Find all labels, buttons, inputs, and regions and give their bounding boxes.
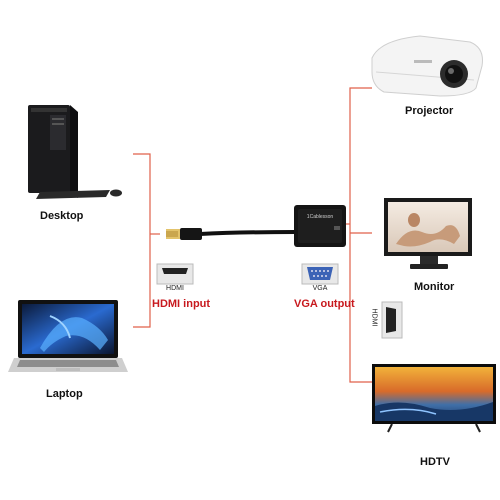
label-hdtv: HDTV: [420, 456, 450, 468]
label-hdmi-input: HDMI input: [152, 298, 211, 310]
hdmi-cable: [166, 228, 297, 240]
adapter-box: [294, 205, 346, 247]
hdtv: [372, 364, 496, 433]
vga-small-caption: VGA: [312, 285, 328, 292]
adapter-brand: 1Cablesson: [306, 214, 334, 220]
label-vga-output: VGA output: [294, 298, 355, 310]
hdmi-small-caption: HDMI: [166, 285, 184, 292]
label-projector: Projector: [405, 105, 454, 117]
label-desktop: Desktop: [40, 210, 84, 222]
label-laptop: Laptop: [46, 388, 83, 400]
hdmi-vertical-caption: HDMI: [370, 308, 378, 327]
laptop: [8, 300, 128, 372]
label-monitor: Monitor: [414, 281, 455, 293]
projector: [371, 35, 483, 97]
mouse: [110, 189, 122, 197]
hdmi-port-icon: [156, 263, 194, 285]
keyboard: [36, 190, 110, 199]
vga-port-icon: [301, 263, 339, 285]
desktop-tower: [28, 105, 78, 198]
hdmi-port-vertical-icon: [381, 301, 403, 339]
left-bracket: [133, 153, 160, 328]
monitor: [384, 198, 472, 269]
